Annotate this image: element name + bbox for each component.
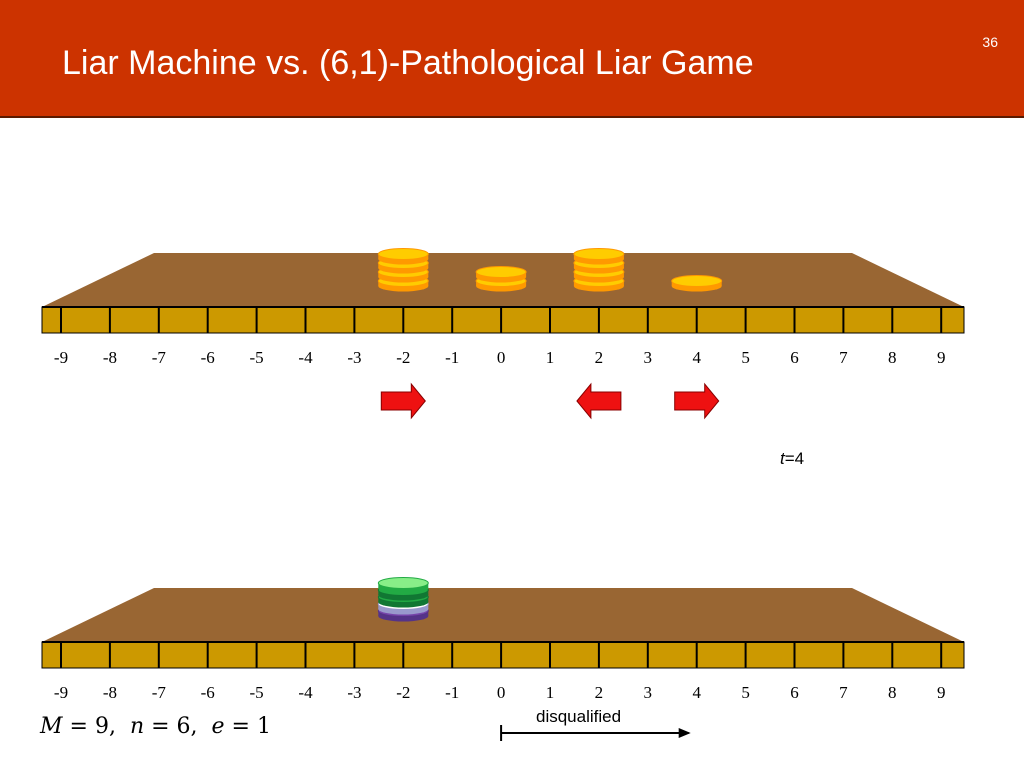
time-value: =4 (784, 449, 805, 468)
top-board-tick-label: -1 (445, 348, 459, 367)
bottom-board-front-strip (41, 641, 965, 669)
top-board-tick-label: -6 (201, 348, 215, 367)
bottom-board-tick-label: 4 (692, 683, 701, 702)
bottom-board-tick-label: 6 (790, 683, 799, 702)
bottom-board-tick-label: -9 (54, 683, 68, 702)
top-board-tick-label: 2 (595, 348, 604, 367)
bottom-board-surface (42, 588, 964, 642)
top-board-front-strip (41, 306, 965, 334)
top-board-tick-label: -4 (298, 348, 313, 367)
bottom-board-tick-label: 0 (497, 683, 506, 702)
bottom-board-tick-label: 8 (888, 683, 897, 702)
move-arrow-left (576, 382, 622, 420)
bottom-board-tick-label: -2 (396, 683, 410, 702)
bottom-board-tick-label: 1 (546, 683, 555, 702)
top-board-tick-label: -2 (396, 348, 410, 367)
top-chip (475, 266, 527, 278)
param-e: 1 (256, 714, 271, 739)
slide-title: Liar Machine vs. (6,1)-Pathological Liar… (62, 44, 754, 82)
bottom-board-tick-label: 3 (644, 683, 653, 702)
slide-header: Liar Machine vs. (6,1)-Pathological Liar… (0, 0, 1024, 118)
bottom-chip (377, 577, 429, 589)
top-board-tick-label: -8 (103, 348, 117, 367)
top-board: -9 -8 -7 -6 -5 -4 -3 -2 -1 0 1 2 3 4 5 6 7 8 9 (41, 248, 965, 420)
top-board-tick-label: -7 (152, 348, 167, 367)
bottom-board-tick-label: -7 (152, 683, 167, 702)
bottom-board-tick-label: -5 (250, 683, 264, 702)
move-arrow-right (380, 382, 426, 420)
bottom-board-tick-label: 2 (595, 683, 604, 702)
top-board-tick-label: 0 (497, 348, 506, 367)
time-label: t=4 (780, 449, 804, 469)
top-board-tick-label: 6 (790, 348, 799, 367)
bottom-board-tick-label: -6 (201, 683, 215, 702)
top-chip (377, 248, 429, 260)
top-board-tick-label: 8 (888, 348, 897, 367)
bottom-board-tick-label: -4 (298, 683, 313, 702)
top-board-tick-label: 3 (644, 348, 653, 367)
move-arrow-right (674, 382, 720, 420)
bottom-board-tick-label: -8 (103, 683, 117, 702)
top-board-tick-label: 4 (692, 348, 701, 367)
time-var: t (780, 449, 785, 468)
top-board-tick-label: 5 (741, 348, 750, 367)
bottom-board-tick-label: 9 (937, 683, 946, 702)
disqualified-arrowhead (678, 728, 691, 738)
top-board-tick-label: -3 (347, 348, 361, 367)
bottom-board-tick-label: -3 (347, 683, 361, 702)
top-board-tick-label: -9 (54, 348, 68, 367)
top-board-tick-label: -5 (250, 348, 264, 367)
slide-number: 36 (982, 34, 998, 50)
bottom-board: -9 -8 -7 -6 -5 -4 -3 -2 -1 0 1 2 3 4 5 6 7 8 9 (41, 577, 965, 741)
bottom-board-tick-label: 5 (741, 683, 750, 702)
param-m: 9 (94, 714, 109, 739)
game-parameters: M = 9, n = 6, e = 1 (40, 714, 271, 739)
top-board-tick-label: 9 (937, 348, 946, 367)
top-board-tick-label: 7 (839, 348, 848, 367)
top-chip (671, 275, 723, 287)
top-board-tick-label: 1 (546, 348, 555, 367)
param-n: 6 (176, 714, 191, 739)
disqualified-label: disqualified (536, 707, 622, 726)
bottom-board-tick-label: 7 (839, 683, 848, 702)
top-chip (573, 248, 625, 260)
bottom-board-tick-label: -1 (445, 683, 459, 702)
